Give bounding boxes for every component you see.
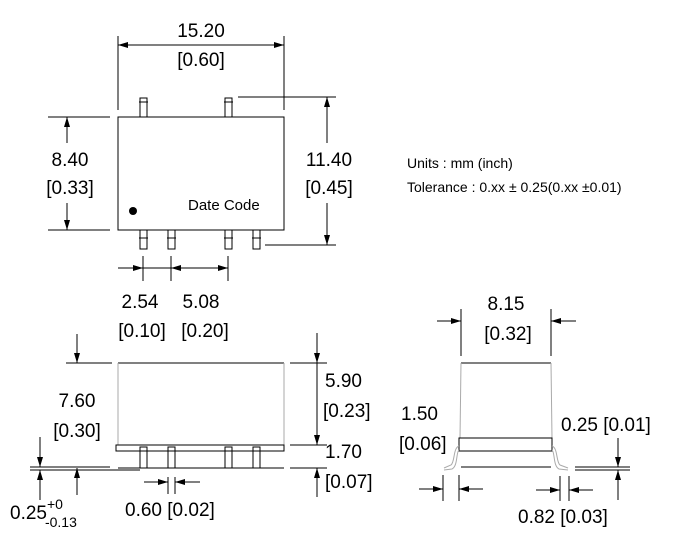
pin (139, 446, 148, 469)
end-width-in: [0.32] (484, 324, 532, 345)
tolerance-note: Tolerance : 0.xx ± 0.25(0.xx ±0.01) (407, 179, 622, 195)
height-in: [0.33] (46, 178, 94, 199)
pin1-dot (129, 207, 137, 215)
date-code-label: Date Code (188, 197, 260, 214)
pin (252, 446, 261, 469)
pin (224, 97, 233, 118)
overall-mm: 11.40 (306, 150, 352, 171)
pitch-mm: 2.54 (122, 292, 159, 313)
gap-in: [0.20] (181, 321, 229, 342)
side-view: 7.60 [0.30] 0.25+0-0.13 5.90 [0.23] 1.70… (10, 333, 373, 530)
standoff-in: [0.07] (325, 472, 373, 493)
side-height-in: [0.30] (53, 421, 101, 442)
base-plate (115, 444, 285, 452)
standoff-mm: 1.70 (325, 442, 362, 463)
foot-length: 0.82 [0.03] (518, 507, 608, 528)
pin (139, 97, 148, 118)
overall-in: [0.45] (305, 178, 353, 199)
lead-mm: 1.50 (401, 404, 438, 425)
base-plate (458, 437, 553, 452)
package-body (117, 116, 285, 231)
end-width-mm: 8.15 (488, 294, 525, 315)
pin (224, 446, 233, 469)
width-mm: 15.20 (177, 21, 225, 42)
lead-in: [0.06] (399, 434, 447, 455)
pin-width: 0.60 [0.02] (125, 500, 215, 521)
side-height-mm: 7.60 (59, 391, 96, 412)
pin (167, 229, 176, 250)
pin (167, 446, 176, 469)
body-in: [0.23] (323, 401, 371, 422)
body-mm: 5.90 (325, 371, 362, 392)
pin (252, 229, 261, 250)
pin (139, 229, 148, 250)
units-note: Units : mm (inch) (407, 155, 513, 171)
pin (224, 229, 233, 250)
clearance-value: 0.25+0-0.13 (10, 496, 77, 530)
pitch-in: [0.10] (118, 321, 166, 342)
thickness: 0.25 [0.01] (561, 415, 651, 436)
top-view: Date Code 15.20 [0.60] 8.40 [0.33] 11.40… (46, 21, 353, 342)
height-mm: 8.40 (52, 150, 89, 171)
end-view: 8.15 [0.32] 1.50 [0.06] 0.25 [0.01] 0.82… (399, 294, 651, 528)
width-in: [0.60] (177, 50, 225, 71)
gap-mm: 5.08 (183, 292, 220, 313)
